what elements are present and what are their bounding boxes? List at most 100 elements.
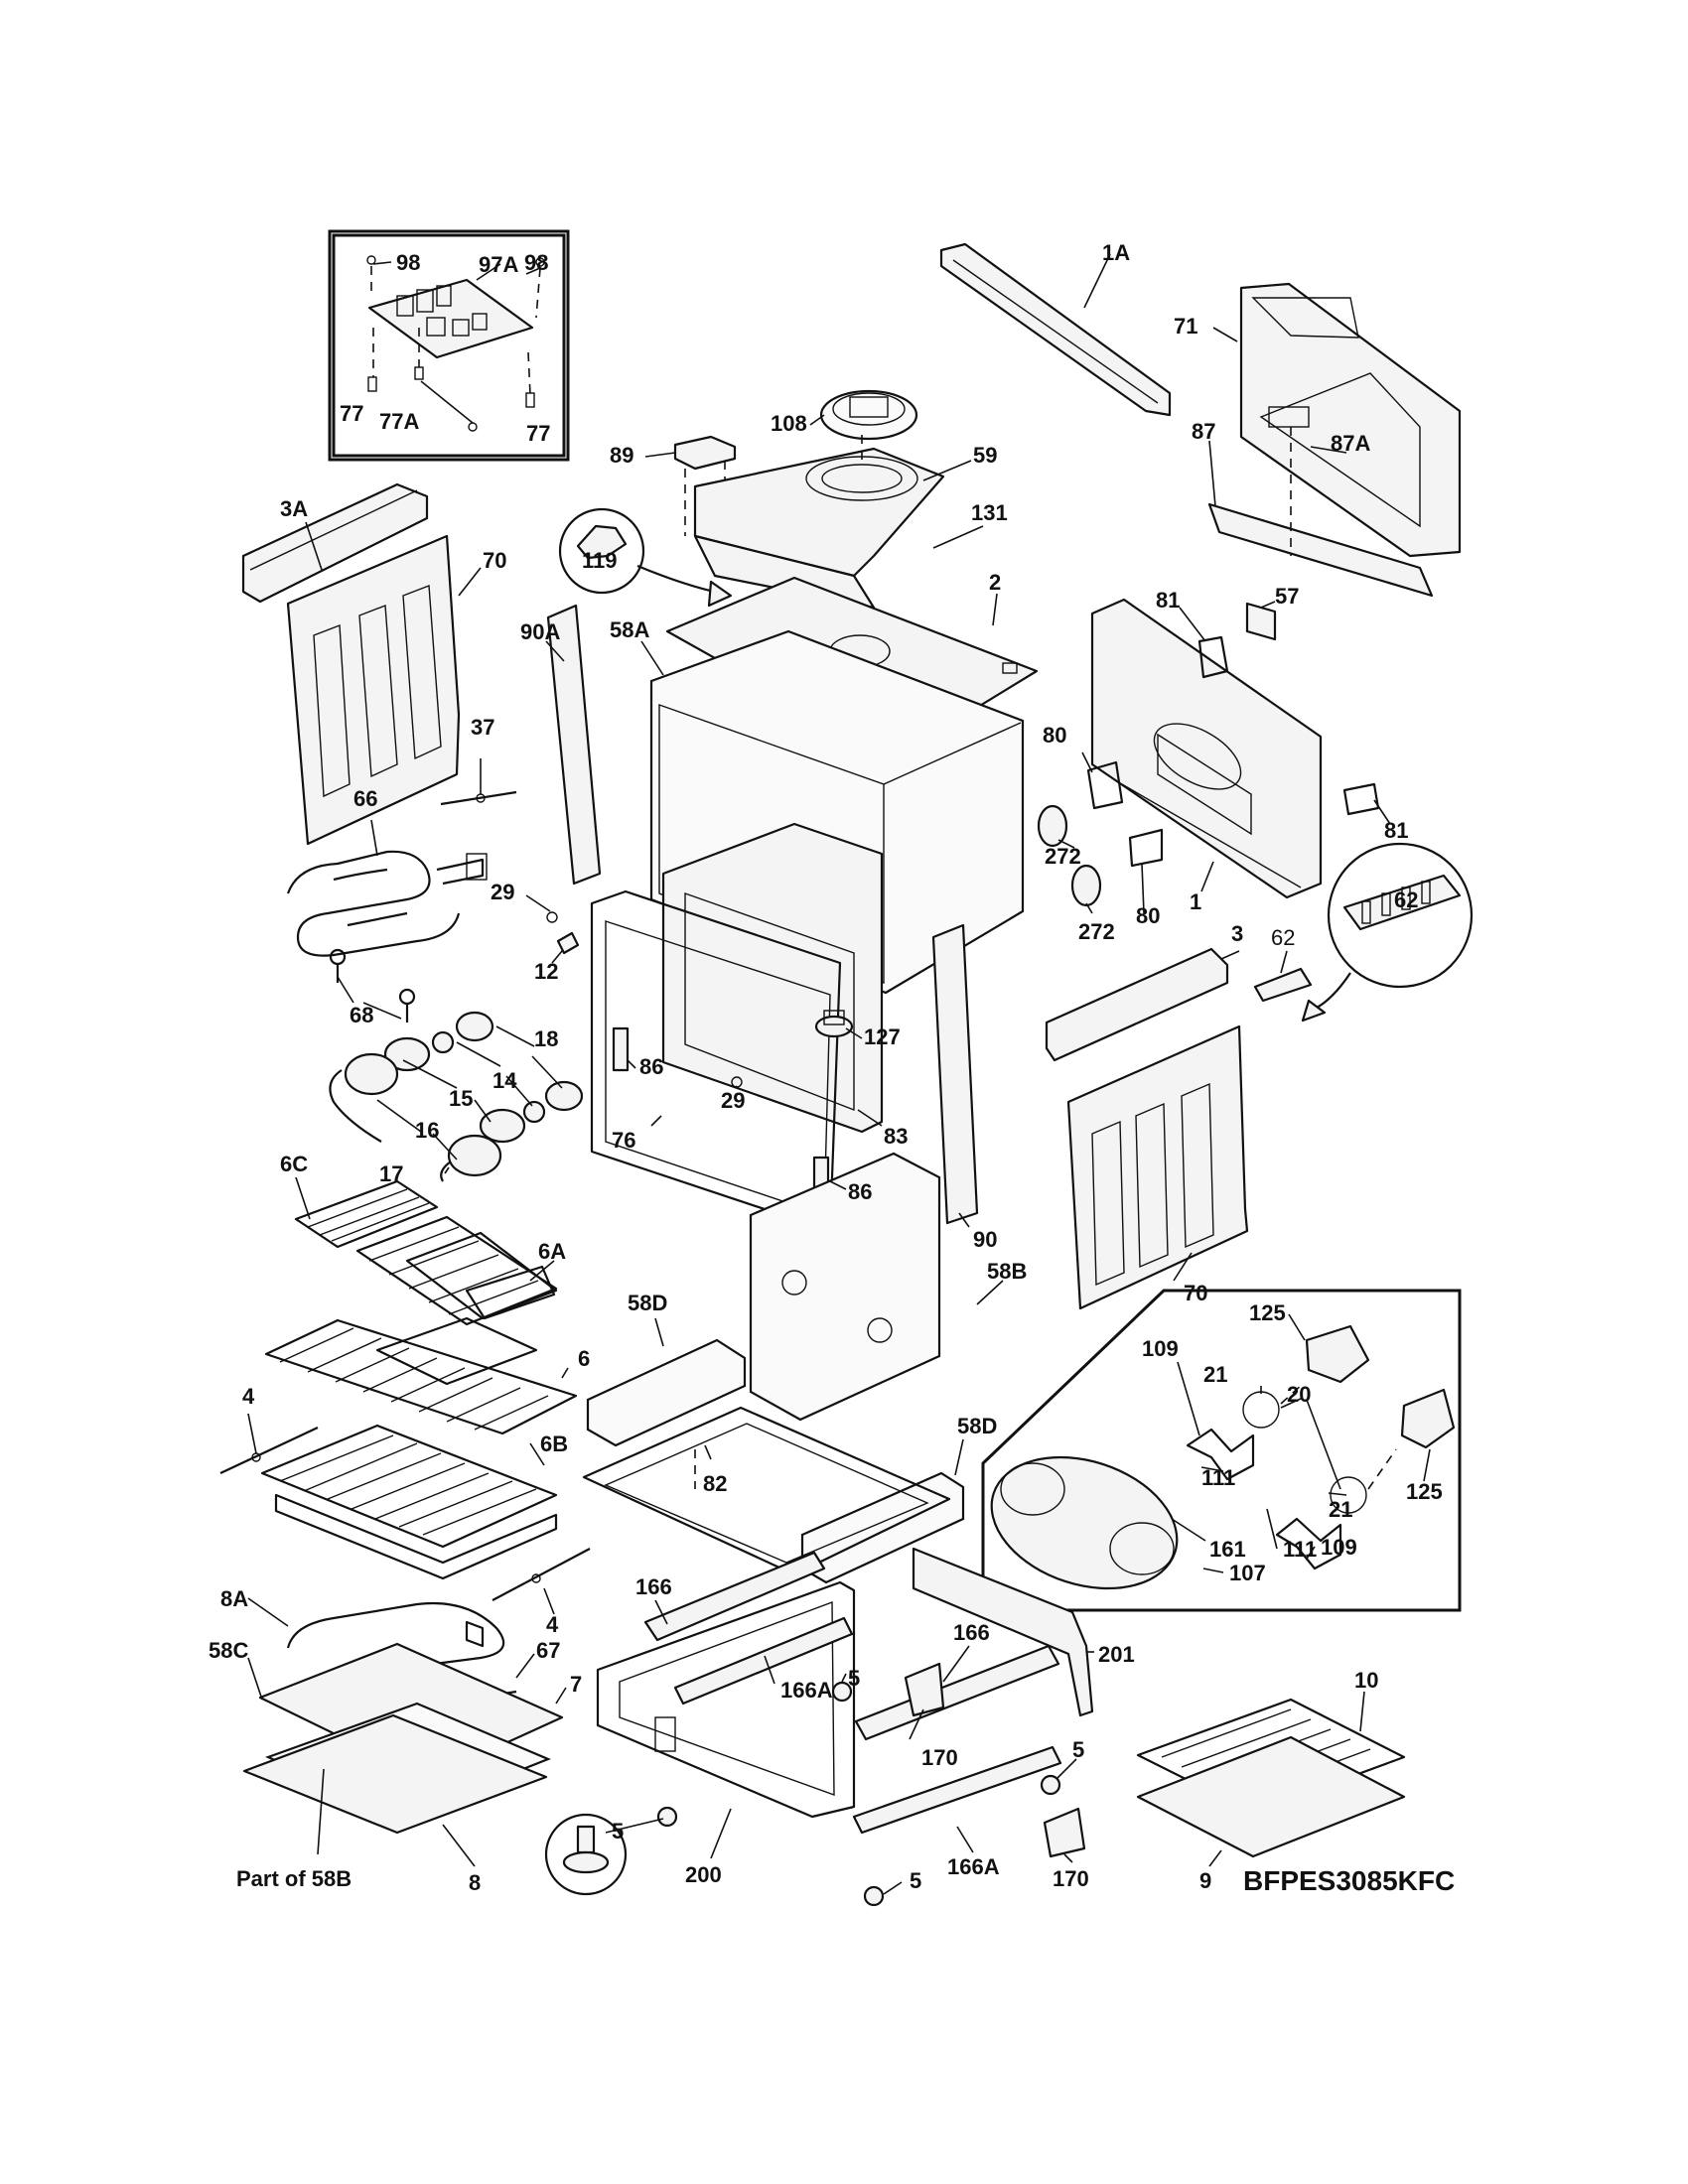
rack-part-6C	[294, 1179, 558, 1326]
callout-37: 37	[471, 715, 494, 740]
callout-5-knob: 5	[612, 1819, 624, 1843]
bracket-part-80-top	[1086, 760, 1124, 810]
screw-part-29-top	[546, 911, 558, 923]
callout-6A: 6A	[538, 1239, 566, 1264]
callout-89: 89	[610, 443, 633, 468]
leveling-legs-part-5	[544, 1681, 1061, 1907]
control-board-inset	[328, 229, 570, 462]
callout-57: 57	[1275, 584, 1299, 609]
callout-labels: 98 97A 98 77 77A 77 1A 71 108 89 59 87 8…	[209, 240, 1443, 1895]
callout-170-top: 170	[921, 1745, 958, 1770]
callout-170-bottom: 170	[1053, 1866, 1089, 1891]
callout-107: 107	[1229, 1561, 1266, 1585]
insulation-part-58B	[749, 1152, 941, 1422]
callout-166A-bottom: 166A	[947, 1854, 1000, 1879]
side-panel-part-70-left	[286, 534, 461, 846]
callout-8A: 8A	[220, 1586, 248, 1611]
callout-58A: 58A	[610, 617, 649, 642]
callout-111-top: 111	[1201, 1465, 1235, 1490]
side-panel-part-3A	[241, 482, 429, 604]
rack-support-part-4-left	[219, 1427, 319, 1474]
callout-3: 3	[1231, 921, 1243, 946]
callout-4-right: 4	[546, 1612, 559, 1637]
base-frame-part-82	[582, 1406, 951, 1576]
callout-1A: 1A	[1102, 240, 1130, 265]
callout-12: 12	[534, 959, 558, 984]
lamp-socket-part-12	[556, 931, 580, 955]
callout-58C: 58C	[209, 1638, 248, 1663]
sensor-part-127	[814, 1010, 854, 1038]
slide-part-166-left	[643, 1551, 826, 1642]
callout-5-top: 5	[848, 1666, 860, 1691]
bottom-panel-part-8	[242, 1713, 548, 1835]
callout-3A: 3A	[280, 496, 308, 521]
callout-29-bottom: 29	[721, 1088, 745, 1113]
callout-59: 59	[973, 443, 997, 468]
callout-87A: 87A	[1331, 431, 1370, 456]
callout-66: 66	[353, 786, 377, 811]
callout-272-bottom: 272	[1078, 919, 1115, 944]
rack-support-part-4-right	[492, 1548, 591, 1601]
convection-fan-inset	[981, 1289, 1462, 1612]
callout-108: 108	[771, 411, 807, 436]
insulation-part-58D-left	[586, 1338, 747, 1447]
bracket-part-81-top	[1197, 635, 1229, 679]
slide-part-166-right	[854, 1644, 1060, 1741]
callout-161: 161	[1209, 1537, 1246, 1562]
callout-6C: 6C	[280, 1152, 308, 1176]
callout-98-left: 98	[396, 250, 420, 275]
callout-62-small: 62	[1271, 925, 1295, 950]
callout-77-left: 77	[340, 401, 363, 426]
callout-15: 15	[449, 1086, 473, 1111]
callout-16: 16	[415, 1118, 439, 1143]
callout-81-right: 81	[1384, 818, 1408, 843]
callout-131: 131	[971, 500, 1008, 525]
callout-111-bottom: 111	[1283, 1537, 1317, 1562]
callout-80-bottom: 80	[1136, 903, 1160, 928]
callout-6B: 6B	[540, 1432, 568, 1456]
callout-200: 200	[685, 1862, 722, 1887]
callout-62-circle: 62	[1394, 887, 1418, 912]
callout-90A: 90A	[520, 619, 560, 644]
housing-part-59	[693, 435, 945, 610]
callout-125-top: 125	[1249, 1300, 1286, 1325]
callout-58D-right: 58D	[957, 1414, 997, 1438]
callout-70-left: 70	[483, 548, 506, 573]
callout-77A: 77A	[379, 409, 419, 434]
broiler-pan-part-9	[1136, 1735, 1406, 1858]
top-rail-part-1A	[939, 242, 1172, 417]
callout-166-left: 166	[635, 1574, 672, 1599]
callout-77-right: 77	[526, 421, 550, 446]
callout-87: 87	[1192, 419, 1215, 444]
callout-166-right: 166	[953, 1620, 990, 1645]
bracket-part-81-right	[1342, 782, 1380, 816]
probe-part-37	[440, 790, 517, 806]
back-panel-part-71	[1207, 282, 1462, 598]
callout-86-top: 86	[639, 1054, 663, 1079]
callout-9: 9	[1199, 1868, 1211, 1893]
callout-98-right: 98	[524, 250, 548, 275]
callout-119: 119	[582, 548, 618, 573]
callout-20: 20	[1287, 1382, 1311, 1407]
callout-2: 2	[989, 570, 1001, 595]
bracket-part-57	[1245, 602, 1277, 641]
callout-125-bottom: 125	[1406, 1479, 1443, 1504]
callout-109-bottom: 109	[1321, 1535, 1357, 1560]
lamp-lens-parts-15-16	[329, 1052, 502, 1182]
bracket-part-170-bottom	[1043, 1807, 1086, 1858]
callout-6: 6	[578, 1346, 590, 1371]
callout-83: 83	[884, 1124, 908, 1149]
callout-76: 76	[612, 1128, 635, 1153]
rack-part-6	[264, 1316, 578, 1435]
callout-21-bottom: 21	[1329, 1497, 1352, 1522]
callout-17: 17	[379, 1161, 403, 1186]
callout-7: 7	[570, 1672, 582, 1697]
callout-67: 67	[536, 1638, 560, 1663]
callout-201: 201	[1098, 1642, 1135, 1667]
bracket-part-201	[912, 1547, 1094, 1717]
bracket-part-170-top	[904, 1662, 945, 1717]
blower-motor-part-108	[819, 389, 918, 441]
rack-part-6B	[260, 1424, 558, 1580]
back-wall-part-1	[1090, 598, 1323, 899]
callout-80-top: 80	[1043, 723, 1066, 748]
